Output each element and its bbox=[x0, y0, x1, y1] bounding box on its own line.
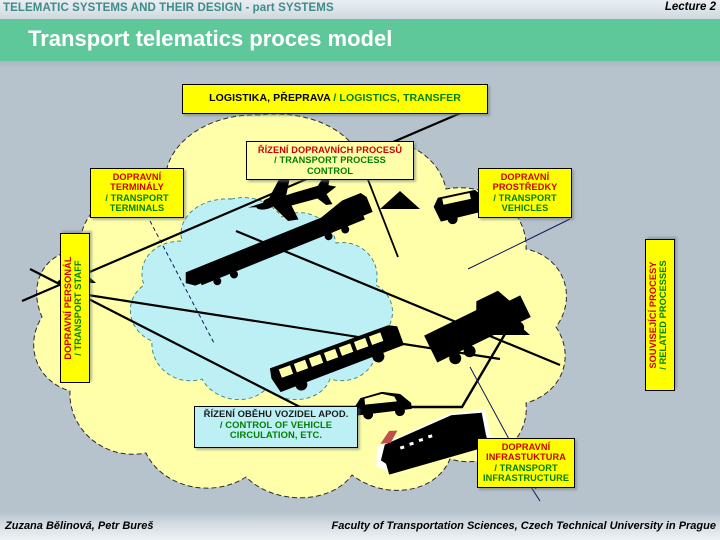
box-process-control-cz: ŘÍZENÍ DOPRAVNÍCH PROCESŮ bbox=[257, 145, 403, 155]
box-circulation[interactable]: ŘÍZENÍ OBĚHU VOZIDEL APOD. / CONTROL OF … bbox=[194, 406, 358, 448]
box-infrastructure-en-2: INFRASTRUCTURE bbox=[482, 472, 570, 483]
truck-icon bbox=[424, 290, 531, 365]
page-title: Transport telematics proces model bbox=[28, 26, 393, 51]
box-related-processes-en: / RELATED PROCESSES bbox=[658, 260, 669, 370]
bus-icon bbox=[269, 325, 405, 393]
footer-strip bbox=[0, 512, 720, 540]
box-vehicles-en-2: VEHICLES bbox=[501, 202, 549, 213]
footer-authors: Zuzana Bělinová, Petr Bureš bbox=[5, 520, 154, 532]
box-terminals-cz-1: DOPRAVNÍ bbox=[112, 172, 162, 182]
box-infrastructure-cz-2: INFRASTUKTURA bbox=[486, 452, 566, 463]
box-logistics-cz: LOGISTIKA, PŘEPRAVA bbox=[209, 92, 334, 105]
box-circulation-en-2: CIRCULATION, ETC. bbox=[229, 429, 323, 441]
box-process-control[interactable]: ŘÍZENÍ DOPRAVNÍCH PROCESŮ / TRANSPORT PR… bbox=[246, 141, 414, 180]
lecture-label: Lecture 2 bbox=[664, 1, 716, 13]
course-title: TELEMATIC SYSTEMS AND THEIR DESIGN - par… bbox=[3, 2, 334, 14]
ship-icon bbox=[376, 409, 491, 475]
process-model-diagram bbox=[0, 69, 720, 512]
box-staff-en: / TRANSPORT STAFF bbox=[73, 260, 84, 356]
box-vehicles-en-1: / TRANSPORT bbox=[493, 192, 557, 203]
title-band bbox=[0, 19, 720, 61]
header-strip bbox=[0, 0, 720, 19]
box-vehicles-cz-2: PROSTŘEDKY bbox=[492, 182, 558, 193]
car-icon bbox=[353, 391, 412, 420]
box-terminals-en-1: / TRANSPORT bbox=[105, 192, 169, 203]
box-vehicles-cz-1: DOPRAVNÍ bbox=[500, 172, 550, 182]
box-logistics[interactable]: LOGISTIKA, PŘEPRAVA / LOGISTICS, TRANSFE… bbox=[182, 84, 488, 114]
box-related-processes[interactable]: SOUVISEJÍCÍ PROCESY / RELATED PROCESSES bbox=[645, 239, 675, 391]
box-infrastructure[interactable]: DOPRAVNÍ INFRASTUKTURA / TRANSPORT INFRA… bbox=[477, 438, 575, 488]
box-infrastructure-en-1: / TRANSPORT bbox=[494, 462, 558, 473]
box-related-processes-cz: SOUVISEJÍCÍ PROCESY bbox=[648, 261, 658, 369]
box-process-control-en-2: CONTROL bbox=[306, 165, 354, 176]
box-staff-cz: DOPRAVNÍ PERSONÁL bbox=[63, 256, 73, 360]
box-circulation-en-1: / CONTROL OF VEHICLE bbox=[219, 418, 333, 430]
box-terminals[interactable]: DOPRAVNÍ TERMINÁLY / TRANSPORT TERMINALS bbox=[90, 168, 184, 218]
node-marker bbox=[380, 191, 420, 209]
box-logistics-en: / LOGISTICS, TRANSFER bbox=[333, 92, 461, 105]
box-circulation-cz: ŘÍZENÍ OBĚHU VOZIDEL APOD. bbox=[203, 408, 349, 419]
band-shadow bbox=[0, 61, 720, 69]
box-vehicles[interactable]: DOPRAVNÍ PROSTŘEDKY / TRANSPORT VEHICLES bbox=[478, 168, 572, 218]
box-infrastructure-cz-1: DOPRAVNÍ bbox=[501, 442, 551, 452]
footer-institution: Faculty of Transportation Sciences, Czec… bbox=[331, 520, 716, 532]
box-terminals-cz-2: TERMINÁLY bbox=[110, 182, 164, 193]
box-process-control-en-1: / TRANSPORT PROCESS bbox=[274, 155, 386, 166]
box-staff[interactable]: DOPRAVNÍ PERSONÁL / TRANSPORT STAFF bbox=[60, 233, 90, 383]
airplane-icon bbox=[248, 174, 337, 222]
box-terminals-en-2: TERMINALS bbox=[109, 202, 165, 213]
train-icon bbox=[185, 192, 373, 286]
